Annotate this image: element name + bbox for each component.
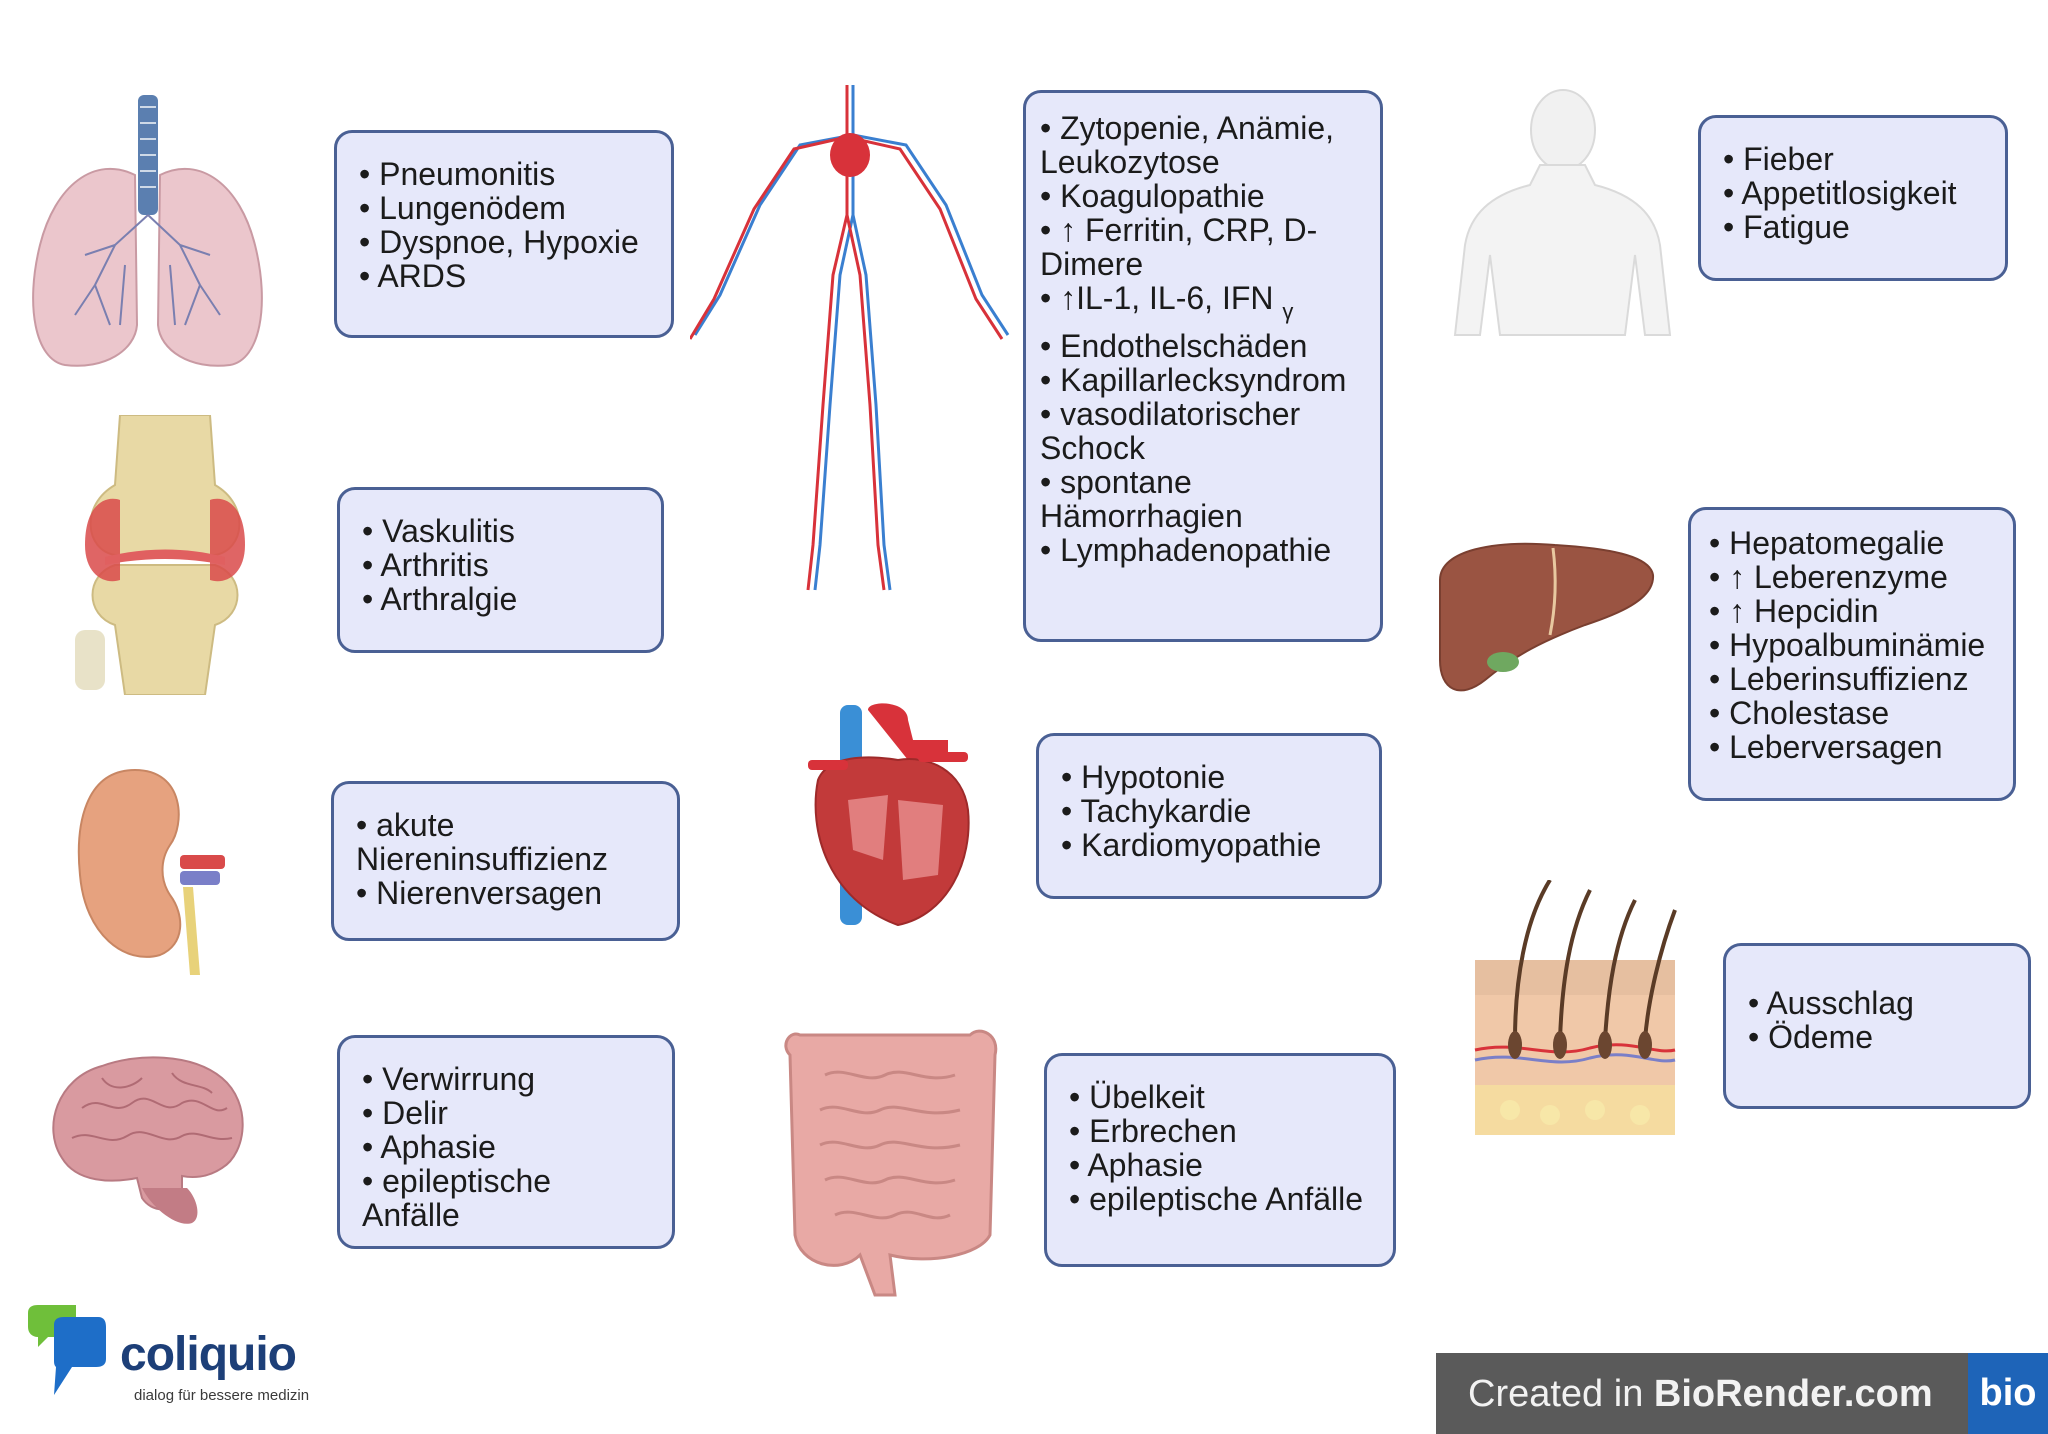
skin-icon: [1470, 880, 1680, 1140]
list-item: ARDS: [359, 259, 649, 293]
cytokine-text: ↑IL-1, IL-6, IFN: [1060, 280, 1274, 316]
general-symptoms-list: Fieber Appetitlosigkeit Fatigue: [1723, 142, 1983, 244]
list-item: Ausschlag: [1748, 986, 2006, 1020]
liver-icon: [1435, 540, 1655, 700]
lungs-icon: [25, 95, 270, 375]
list-item: Fieber: [1723, 142, 1983, 176]
list-item: Tachykardie: [1061, 794, 1357, 828]
kidney-symptoms-list: akute Niereninsuffizienz Nierenversagen: [356, 808, 655, 910]
liver-symptoms-box: Hepatomegalie ↑ Leberenzyme ↑ Hepcidin H…: [1688, 507, 2016, 801]
knee-joint-icon: [65, 415, 265, 695]
skin-symptoms-list: Ausschlag Ödeme: [1748, 986, 2006, 1054]
joint-symptoms-list: Vaskulitis Arthritis Arthralgie: [362, 514, 639, 616]
lung-symptoms-list: Pneumonitis Lungenödem Dyspnoe, Hypoxie …: [359, 157, 649, 293]
brain-symptoms-list: Verwirrung Delir Aphasie epileptische An…: [362, 1062, 650, 1232]
gut-symptoms-box: Übelkeit Erbrechen Aphasie epileptische …: [1044, 1053, 1396, 1267]
coliquio-logo: coliquio dialog für bessere medizin: [28, 1305, 388, 1415]
gut-symptoms-list: Übelkeit Erbrechen Aphasie epileptische …: [1069, 1080, 1371, 1216]
coliquio-wordmark: coliquio: [120, 1328, 297, 1381]
list-item: Hypoalbuminämie: [1709, 628, 1995, 662]
circulatory-system-icon: [690, 75, 1010, 595]
brain-icon: [42, 1048, 252, 1233]
kidney-symptoms-box: akute Niereninsuffizienz Nierenversagen: [331, 781, 680, 941]
lung-symptoms-box: Pneumonitis Lungenödem Dyspnoe, Hypoxie …: [334, 130, 674, 338]
coliquio-tagline: dialog für bessere medizin: [134, 1387, 310, 1404]
list-item: Pneumonitis: [359, 157, 649, 191]
list-item: Hepatomegalie: [1709, 526, 1995, 560]
list-item: ↑ Ferritin, CRP, D-Dimere: [1040, 213, 1366, 281]
joint-symptoms-box: Vaskulitis Arthritis Arthralgie: [337, 487, 664, 653]
list-item: Cholestase: [1709, 696, 1995, 730]
list-item: Arthritis: [362, 548, 639, 582]
list-item: ↑ Leberenzyme: [1709, 560, 1995, 594]
vascular-symptoms-list: Zytopenie, Anämie, Leukozytose Koagulopa…: [1040, 111, 1366, 567]
list-item: Ödeme: [1748, 1020, 2006, 1054]
list-item: Übelkeit: [1069, 1080, 1371, 1114]
brain-symptoms-box: Verwirrung Delir Aphasie epileptische An…: [337, 1035, 675, 1249]
intestine-icon: [780, 1015, 1005, 1300]
list-item: Dyspnoe, Hypoxie: [359, 225, 649, 259]
list-item: vasodilatorischer Schock: [1040, 397, 1366, 465]
biorender-logo: bio: [1968, 1353, 2048, 1434]
list-item: Erbrechen: [1069, 1114, 1371, 1148]
coliquio-logo-icon: [28, 1305, 106, 1395]
list-item: Aphasie: [362, 1130, 650, 1164]
list-item: Appetitlosigkeit: [1723, 176, 1983, 210]
list-item: ↑ Hepcidin: [1709, 594, 1995, 628]
list-item: Zytopenie, Anämie, Leukozytose: [1040, 111, 1366, 179]
list-item: epileptische Anfälle: [362, 1164, 650, 1232]
list-item: ↑IL-1, IL-6, IFN γ: [1040, 281, 1366, 329]
biorender-prefix: Created in: [1468, 1373, 1654, 1415]
vascular-symptoms-box: Zytopenie, Anämie, Leukozytose Koagulopa…: [1023, 90, 1383, 642]
heart-symptoms-box: Hypotonie Tachykardie Kardiomyopathie: [1036, 733, 1382, 899]
biorender-name: BioRender.com: [1653, 1373, 1933, 1415]
list-item: Leberversagen: [1709, 730, 1995, 764]
list-item: Leberinsuffizienz: [1709, 662, 1995, 696]
list-item: Kardiomyopathie: [1061, 828, 1357, 862]
biorender-badge: Created in BioRender.com bio: [1436, 1353, 2048, 1434]
list-item: epileptische Anfälle: [1069, 1182, 1371, 1216]
list-item: akute Niereninsuffizienz: [356, 808, 655, 876]
skin-symptoms-box: Ausschlag Ödeme: [1723, 943, 2031, 1109]
heart-symptoms-list: Hypotonie Tachykardie Kardiomyopathie: [1061, 760, 1357, 862]
list-item: Lungenödem: [359, 191, 649, 225]
list-item: Delir: [362, 1096, 650, 1130]
list-item: Hypotonie: [1061, 760, 1357, 794]
list-item: Endothelschäden: [1040, 329, 1366, 363]
list-item: Verwirrung: [362, 1062, 650, 1096]
list-item: Lymphadenopathie: [1040, 533, 1366, 567]
list-item: Kapillarlecksyndrom: [1040, 363, 1366, 397]
list-item: spontane Hämorrhagien: [1040, 465, 1366, 533]
list-item: Vaskulitis: [362, 514, 639, 548]
liver-symptoms-list: Hepatomegalie ↑ Leberenzyme ↑ Hepcidin H…: [1709, 526, 1995, 764]
human-torso-icon: [1445, 85, 1675, 340]
list-item: Nierenversagen: [356, 876, 655, 910]
heart-icon: [808, 700, 978, 930]
general-symptoms-box: Fieber Appetitlosigkeit Fatigue: [1698, 115, 2008, 281]
ifn-gamma-subscript: γ: [1282, 299, 1294, 324]
list-item: Arthralgie: [362, 582, 639, 616]
kidney-icon: [75, 765, 235, 975]
list-item: Koagulopathie: [1040, 179, 1366, 213]
list-item: Fatigue: [1723, 210, 1983, 244]
biorender-credit: Created in BioRender.com: [1468, 1373, 1933, 1416]
list-item: Aphasie: [1069, 1148, 1371, 1182]
